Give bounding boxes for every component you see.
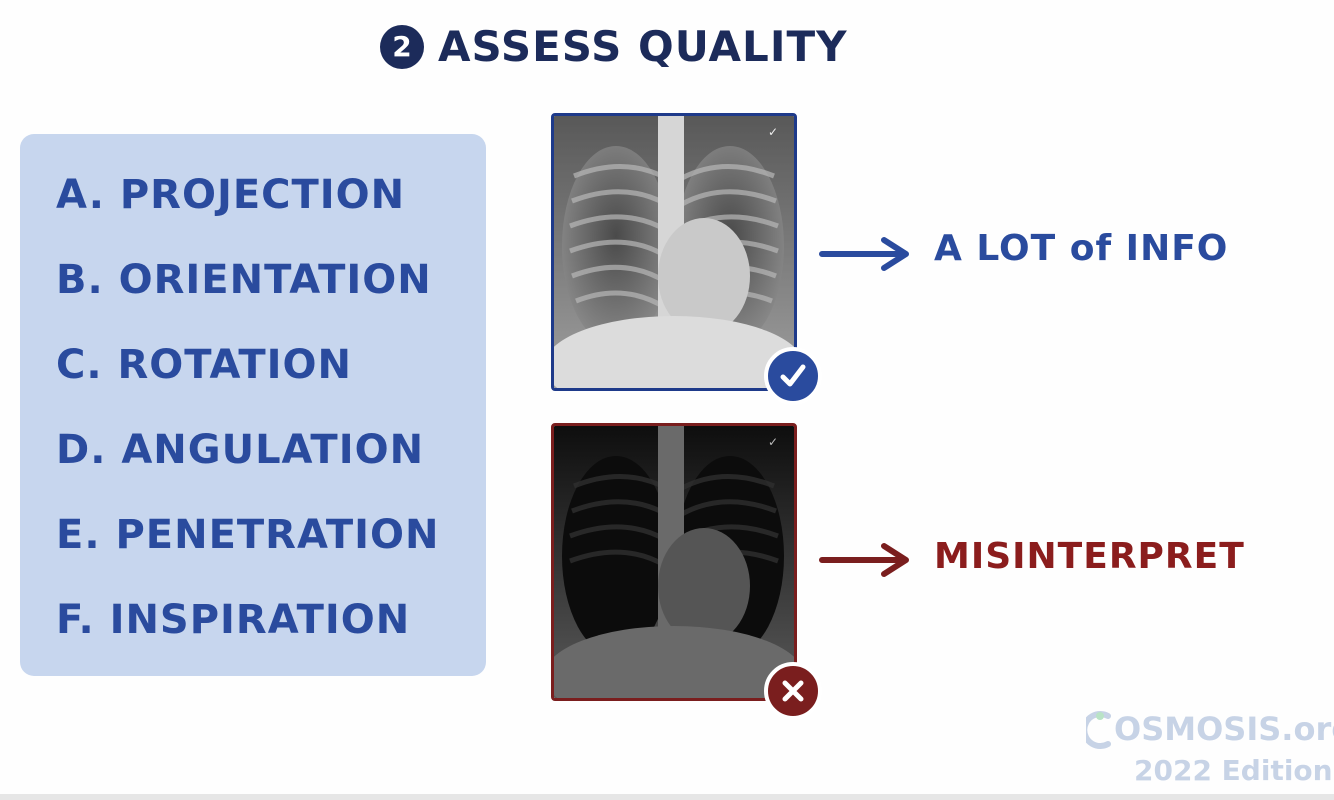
checkmark-icon bbox=[764, 347, 822, 405]
bottom-divider bbox=[0, 794, 1334, 800]
osmosis-logo: OSMOSIS.org 2022 Edition bbox=[1086, 704, 1334, 794]
checklist-item-rotation: C. ROTATION bbox=[56, 342, 352, 388]
good-chest-xray-image: ✓ bbox=[551, 113, 797, 391]
x-icon bbox=[764, 662, 822, 720]
step-heading: 2 ASSESS QUALITY bbox=[380, 22, 848, 71]
checklist-item-inspiration: F. INSPIRATION bbox=[56, 597, 411, 643]
svg-text:✓: ✓ bbox=[768, 125, 778, 139]
edition-label: 2022 Edition bbox=[1134, 754, 1333, 787]
quality-checklist-panel: A. PROJECTION B. ORIENTATION C. ROTATION… bbox=[20, 134, 486, 676]
osmosis-logo-mark-icon bbox=[1086, 711, 1111, 749]
svg-text:✓: ✓ bbox=[768, 435, 778, 449]
quality-checklist: A. PROJECTION B. ORIENTATION C. ROTATION… bbox=[20, 134, 486, 680]
checklist-item-orientation: B. ORIENTATION bbox=[56, 257, 432, 303]
arrow-right-icon bbox=[819, 237, 909, 271]
poor-chest-xray-image: ✓ bbox=[551, 423, 797, 701]
step-number-badge: 2 bbox=[380, 24, 424, 69]
page-title: ASSESS QUALITY bbox=[438, 22, 848, 71]
checklist-item-penetration: E. PENETRATION bbox=[56, 512, 440, 558]
poor-quality-result: MISINTERPRET bbox=[934, 536, 1245, 577]
good-quality-result: A LOT of INFO bbox=[934, 228, 1229, 269]
checklist-item-angulation: D. ANGULATION bbox=[56, 427, 425, 473]
checklist-item-projection: A. PROJECTION bbox=[56, 172, 406, 218]
arrow-right-icon bbox=[819, 543, 909, 577]
osmosis-logo-text: OSMOSIS.org bbox=[1114, 710, 1334, 748]
